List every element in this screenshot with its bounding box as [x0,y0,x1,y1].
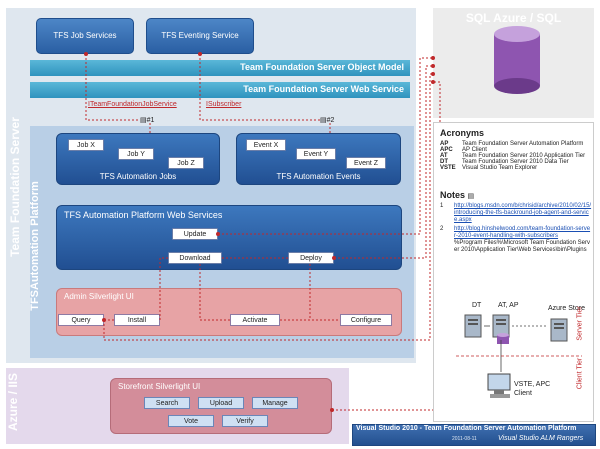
info-panel [433,122,594,422]
acronym-row: AT Team Foundation Server 2010 Applicatio… [440,153,590,159]
acronym-row: AP Team Foundation Server Automation Plat… [440,141,590,147]
acronym-value: AP Client [462,147,487,153]
footer-title: Visual Studio 2010 - Team Foundation Ser… [356,425,577,432]
client-tier-label: Client Tier [576,357,584,390]
connector-1-label: #1 [146,117,155,124]
azure-store-label: Azure Store [548,305,585,312]
automation-jobs-title: TFS Automation Jobs [99,172,177,181]
sql-region-label: SQL Azure / SQL [465,11,562,25]
plug-icon: ▤ [140,117,147,124]
object-model-bar: Team Foundation Server Object Model [30,60,410,76]
acronym-row: VSTE Visual Studio Team Explorer [440,165,590,171]
acronym-value: Team Foundation Server 2010 Data Tier [462,159,569,165]
acronym-key: DT [440,159,448,165]
update-node: Update [172,228,218,240]
connector-1: ▤#1 [140,116,154,124]
acronym-key: APC [440,147,453,153]
connector-2: ▤#2 [320,116,334,124]
server-tier-label: Server Tier [576,306,584,341]
job-z: Job Z [168,157,204,169]
acronym-row: DT Team Foundation Server 2010 Data Tier [440,159,590,165]
acronyms-list: AP Team Foundation Server Automation Plat… [440,141,590,171]
acronym-value: Team Foundation Server Automation Platfo… [462,141,584,147]
at-label: AT, AP [498,302,519,309]
note-1-link[interactable]: http://blogs.msdn.com/b/chrisid/archive/… [454,203,592,223]
connector-2-label: #2 [326,117,335,124]
acronym-value: Visual Studio Team Explorer [462,165,538,171]
web-service-bar: Team Foundation Server Web Service [30,82,410,98]
notes-title-text: Notes [440,190,466,200]
upload-node: Upload [198,397,244,409]
manage-node: Manage [252,397,298,409]
note-number: 2 [440,226,444,232]
acronym-key: AT [440,153,448,159]
tfs-job-services-box: TFS Job Services [36,18,134,54]
database-icon [492,26,542,96]
activate-node: Activate [230,314,280,326]
query-node: Query [58,314,104,326]
configure-node: Configure [340,314,392,326]
job-x: Job X [68,139,104,151]
plug-icon: ▤ [467,193,475,200]
install-node: Install [114,314,160,326]
event-x: Event X [246,139,286,151]
web-services-title: TFS Automation Platform Web Services [64,210,223,220]
server-icon [490,312,512,340]
notes-list: 1 http://blogs.msdn.com/b/chrisid/archiv… [440,203,592,254]
footer-team: Visual Studio ALM Rangers [498,435,584,442]
plug-icon: ▤ [320,117,327,124]
tfs-eventing-service-box: TFS Eventing Service [146,18,254,54]
storefront-ui-title: Storefront Silverlight UI [118,382,201,391]
note-2-link[interactable]: http://blog.hinshelwood.com/team-foundat… [454,226,591,239]
acronym-value: Team Foundation Server 2010 Application … [462,153,586,159]
note-2-path: %Program Files%\Microsoft Team Foundatio… [454,240,590,253]
acronyms-title: Acronyms [440,128,485,138]
download-node: Download [168,252,222,264]
web-services-panel [56,205,402,270]
admin-ui-title: Admin Silverlight UI [64,292,134,301]
event-y: Event Y [296,148,336,160]
note-row: 1 http://blogs.msdn.com/b/chrisid/archiv… [440,203,592,224]
vote-node: Vote [168,415,214,427]
job-y: Job Y [118,148,154,160]
event-z: Event Z [346,157,386,169]
admin-ui-panel [56,288,402,336]
acronym-key: AP [440,141,449,147]
job-interface-label: ITeamFoundationJobService [88,101,177,108]
acronym-row: APC AP Client [440,147,590,153]
server-icon [462,312,484,340]
note-2-content: http://blog.hinshelwood.com/team-foundat… [454,226,592,254]
note-row: 2 http://blog.hinshelwood.com/team-found… [440,226,592,254]
note-number: 1 [440,203,444,209]
database-icon [496,332,510,346]
search-node: Search [144,397,190,409]
footer-date: 2011-08-11 [452,436,477,442]
client-label: VSTE, APC Client [514,381,551,397]
subscriber-interface-label: ISubscriber [206,101,242,108]
server-icon [548,316,570,344]
notes-title: Notes ▤ [440,190,474,200]
dt-label: DT [472,302,482,309]
verify-node: Verify [222,415,268,427]
client-computer-icon [486,372,514,402]
automation-events-title: TFS Automation Events [276,172,361,181]
acronym-key: VSTE [440,165,456,171]
footer-banner [352,424,596,446]
